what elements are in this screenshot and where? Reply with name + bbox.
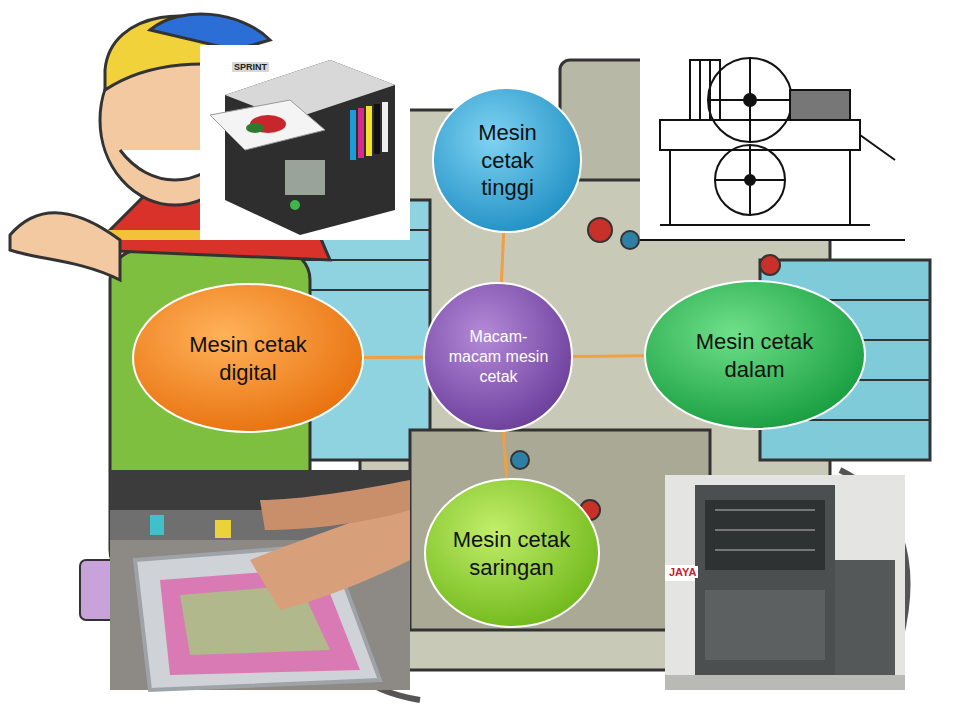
type-circle: Mesin cetak dalam bbox=[644, 280, 866, 430]
circle-shape bbox=[433, 88, 581, 232]
connector-line bbox=[364, 356, 423, 359]
connector-line bbox=[501, 233, 503, 282]
circle-shape bbox=[424, 283, 572, 431]
offset-machine-photo bbox=[665, 475, 905, 690]
text-holder: Mesin cetak dalam bbox=[677, 328, 832, 383]
circle-shape bbox=[133, 284, 363, 432]
printer-brand: SPRINT bbox=[232, 62, 269, 72]
node-label: Macam-macam mesin cetak bbox=[446, 327, 551, 387]
sign-text: JAYA bbox=[667, 566, 698, 578]
type-circle: Mesin cetak tinggi bbox=[432, 87, 582, 233]
type-circle: Mesin cetak saringan bbox=[424, 478, 600, 628]
circle-shape bbox=[645, 281, 865, 429]
circle-outline bbox=[424, 478, 600, 628]
type-circle: Mesin cetak digital bbox=[132, 283, 364, 433]
center-circle: Macam-macam mesin cetak bbox=[423, 282, 573, 432]
connector-line bbox=[573, 354, 644, 358]
digital-printer-photo bbox=[200, 45, 410, 240]
text-holder: Mesin cetak saringan bbox=[450, 526, 573, 581]
circle-shape bbox=[425, 479, 599, 627]
connector-line bbox=[503, 432, 506, 478]
text-holder: Macam-macam mesin cetak bbox=[446, 327, 551, 387]
node-label: Mesin cetak tinggi bbox=[455, 119, 560, 202]
circle-outline bbox=[644, 280, 866, 430]
node-label: Mesin cetak digital bbox=[167, 331, 329, 386]
text-holder: Mesin cetak tinggi bbox=[455, 119, 560, 202]
screen-printing-photo bbox=[110, 470, 410, 690]
letterpress-engraving bbox=[640, 45, 905, 240]
node-label: Mesin cetak dalam bbox=[677, 328, 832, 383]
node-label: Mesin cetak saringan bbox=[450, 526, 573, 581]
text-holder: Mesin cetak digital bbox=[167, 331, 329, 386]
circle-outline bbox=[132, 283, 364, 433]
